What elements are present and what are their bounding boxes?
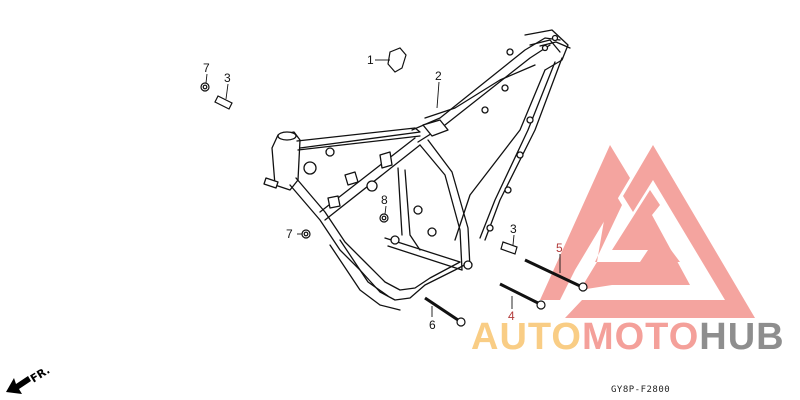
callout-1: 1 xyxy=(367,53,374,67)
callout-4: 4 xyxy=(508,309,515,323)
watermark-auto: AUTO xyxy=(471,316,582,358)
callout-7-middle: 7 xyxy=(286,227,293,241)
callout-6: 6 xyxy=(429,318,436,332)
nut-icon xyxy=(200,82,210,92)
watermark-hub: HUB xyxy=(699,316,785,358)
callout-7-upper: 7 xyxy=(203,61,210,75)
collar-icon xyxy=(214,95,233,110)
clip-part-icon xyxy=(387,47,407,73)
watermark-text: AUTOMOTOHUB xyxy=(471,318,785,356)
frame-body-drawing xyxy=(263,29,571,311)
front-direction-arrow-icon xyxy=(6,376,31,394)
callout-2: 2 xyxy=(435,69,442,83)
watermark-moto: MOTO xyxy=(581,316,700,358)
watermark-logo-icon xyxy=(540,145,755,318)
callout-3-lower: 3 xyxy=(510,222,517,236)
callout-5: 5 xyxy=(556,241,563,255)
callout-3-upper: 3 xyxy=(224,71,231,85)
leader-lines xyxy=(205,59,561,317)
loose-parts xyxy=(200,47,588,327)
diagram-code: GY8P-F2800 xyxy=(611,385,671,395)
callout-8: 8 xyxy=(381,193,388,207)
